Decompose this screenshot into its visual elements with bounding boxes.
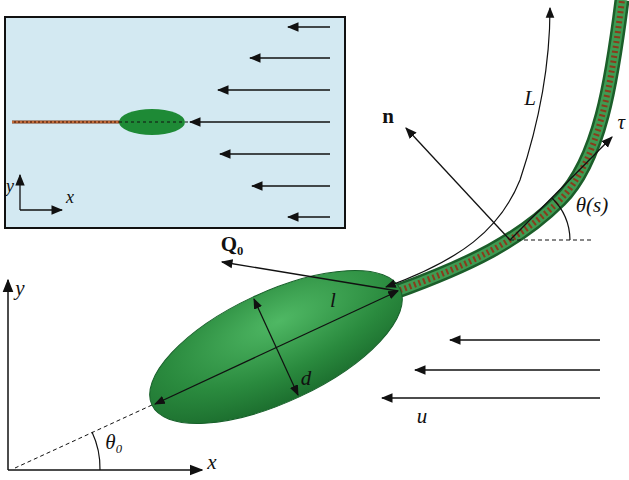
force-label: Q₀ <box>221 234 244 255</box>
normal-label: n <box>382 106 394 127</box>
axis-label: x <box>66 188 74 206</box>
flow-label: u <box>417 406 428 427</box>
axis-label: x <box>207 452 216 473</box>
axis-label: y <box>6 177 14 195</box>
length-label: l <box>330 290 336 311</box>
width-label: d <box>301 368 312 389</box>
length-label: L <box>524 88 536 109</box>
tangent-label: τ <box>617 112 625 133</box>
angle-label: θ₀ <box>105 432 123 453</box>
axis-label: y <box>15 278 24 299</box>
angle-label: θ(s) <box>576 195 608 216</box>
